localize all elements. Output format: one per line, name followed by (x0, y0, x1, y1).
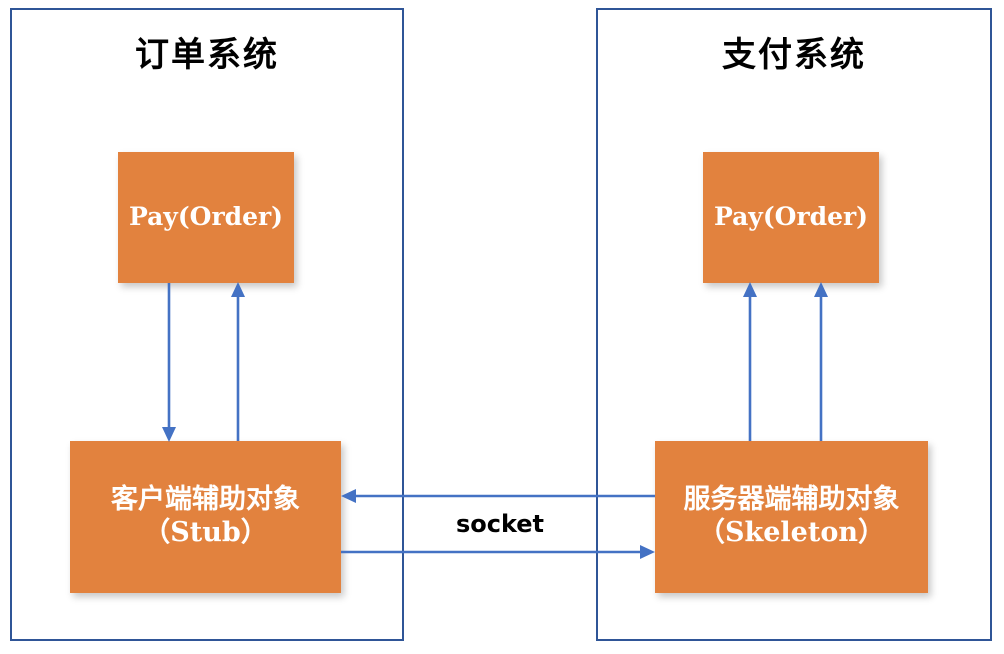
box-client-stub-label-line2: （Stub） (143, 517, 268, 548)
panel-payment-system (596, 8, 992, 641)
box-payment-pay-order-label: Pay(Order) (713, 202, 869, 232)
box-payment-pay-order[interactable]: Pay(Order) (703, 152, 879, 283)
panel-payment-system-title: 支付系统 (722, 35, 866, 75)
box-order-pay-order[interactable]: Pay(Order) (118, 152, 294, 283)
panel-order-system-title: 订单系统 (135, 35, 279, 75)
box-server-skeleton[interactable]: 服务器端辅助对象 （Skeleton） (655, 441, 928, 593)
box-order-pay-order-label: Pay(Order) (128, 202, 284, 232)
socket-label: socket (455, 510, 545, 538)
panel-order-system (10, 8, 404, 641)
box-client-stub-label-line1: 客户端辅助对象 (111, 484, 300, 516)
box-server-skeleton-label-line1: 服务器端辅助对象 (683, 484, 900, 516)
box-server-skeleton-label-line2: （Skeleton） (698, 517, 885, 548)
box-client-stub[interactable]: 客户端辅助对象 （Stub） (70, 441, 341, 593)
